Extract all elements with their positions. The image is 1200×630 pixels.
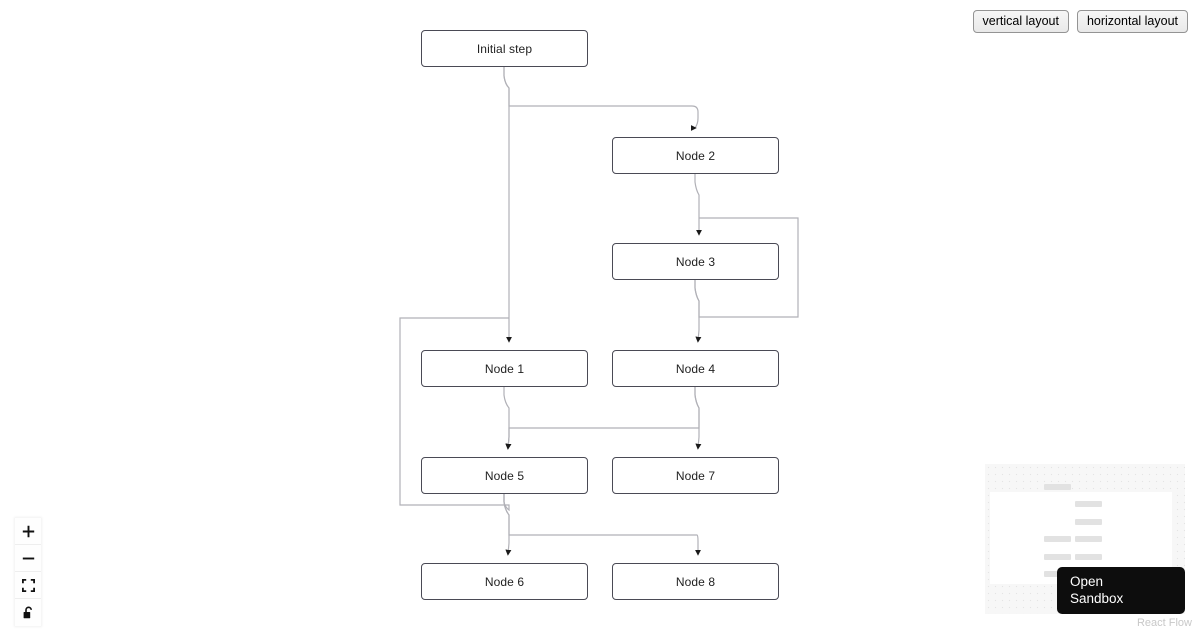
node-label: Initial step — [476, 41, 533, 56]
edge-node4-node5 — [505, 387, 700, 450]
minimap-node — [1075, 554, 1102, 560]
node-node-8[interactable]: Node 8 — [612, 563, 779, 600]
fit-view-icon — [21, 578, 35, 592]
node-initial-step[interactable]: Initial step — [421, 30, 588, 67]
minimap[interactable] — [985, 464, 1185, 614]
node-label: Node 5 — [484, 468, 525, 483]
node-label: Node 8 — [675, 574, 716, 589]
open-sandbox-line-2: Sandbox — [1070, 591, 1124, 606]
edge-node1-node5 — [503, 387, 512, 450]
node-label: Node 2 — [675, 148, 716, 163]
minimap-node — [1075, 536, 1102, 542]
node-node-6[interactable]: Node 6 — [421, 563, 588, 600]
open-sandbox-line-1: Open — [1070, 574, 1104, 589]
plus-icon — [22, 525, 35, 538]
minimap-node — [1044, 554, 1071, 560]
edge-node3-node4 — [694, 280, 702, 343]
minimap-node — [1075, 519, 1102, 525]
node-label: Node 3 — [675, 254, 716, 269]
minus-icon — [22, 552, 35, 565]
zoom-out-button[interactable] — [15, 545, 41, 572]
node-node-4[interactable]: Node 4 — [612, 350, 779, 387]
edge-initial-node2 — [503, 67, 700, 130]
minimap-node — [1044, 484, 1071, 490]
node-node-2[interactable]: Node 2 — [612, 137, 779, 174]
zoom-in-button[interactable] — [15, 518, 41, 545]
node-label: Node 1 — [484, 361, 525, 376]
minimap-node — [1044, 536, 1071, 542]
node-label: Node 6 — [484, 574, 525, 589]
node-label: Node 4 — [675, 361, 716, 376]
react-flow-attribution[interactable]: React Flow — [1136, 617, 1192, 629]
edge-node4-node7 — [694, 387, 702, 450]
fit-view-button[interactable] — [15, 572, 41, 599]
horizontal-layout-button[interactable]: horizontal layout — [1076, 10, 1188, 33]
edge-node5-node6 — [503, 494, 512, 556]
open-sandbox-button[interactable]: Open Sandbox — [1057, 567, 1185, 614]
edge-node2-node3 — [694, 174, 702, 236]
node-node-7[interactable]: Node 7 — [612, 457, 779, 494]
edge-initial-node1 — [503, 67, 512, 343]
flow-controls — [15, 518, 41, 626]
minimap-node — [1075, 501, 1102, 507]
node-node-1[interactable]: Node 1 — [421, 350, 588, 387]
node-node-5[interactable]: Node 5 — [421, 457, 588, 494]
layout-panel: vertical layout horizontal layout — [972, 10, 1188, 33]
vertical-layout-button[interactable]: vertical layout — [972, 10, 1069, 33]
edge-node5-node8 — [503, 494, 701, 556]
unlock-icon — [22, 606, 35, 620]
node-node-3[interactable]: Node 3 — [612, 243, 779, 280]
toggle-interactivity-button[interactable] — [15, 599, 41, 626]
node-label: Node 7 — [675, 468, 716, 483]
